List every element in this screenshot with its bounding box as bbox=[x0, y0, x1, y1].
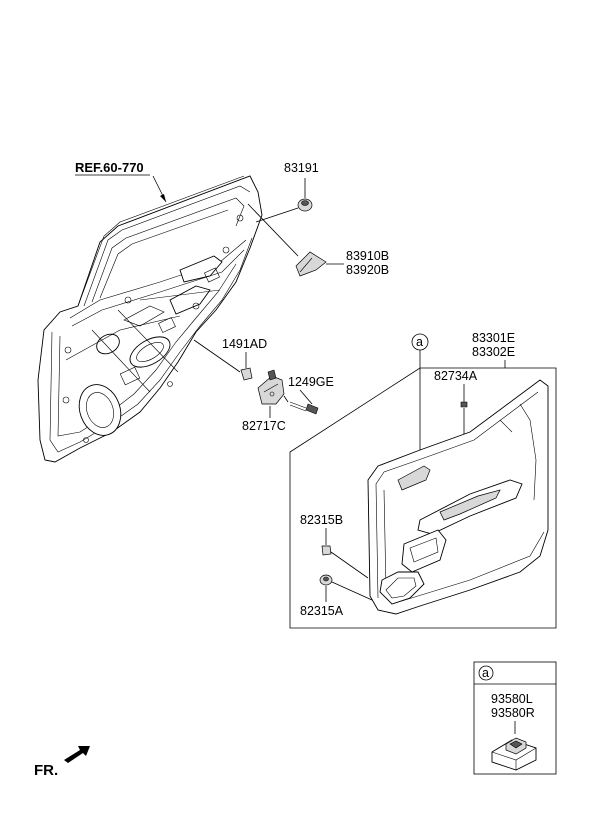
label-93580R: 93580R bbox=[491, 706, 535, 720]
leader-1249GE-to-bracket bbox=[283, 395, 289, 403]
leader-82315B-to-panel bbox=[330, 551, 369, 579]
leader-82315A-to-panel bbox=[331, 581, 373, 601]
trim-group-box bbox=[289, 360, 557, 629]
bracket-82717C bbox=[257, 369, 285, 405]
leader-1491AD-to-door bbox=[193, 339, 241, 373]
fr-label: FR. bbox=[34, 762, 58, 779]
ref-label: REF.60-770 bbox=[75, 160, 144, 175]
label-82734A: 82734A bbox=[434, 369, 478, 383]
label-83910B: 83910B bbox=[346, 249, 389, 263]
leader-83910B-to-door bbox=[247, 203, 299, 257]
delta-trim-83910B bbox=[295, 251, 327, 277]
label-1249GE: 1249GE bbox=[288, 375, 334, 389]
clip-82734A bbox=[460, 401, 468, 408]
clip-82315B bbox=[321, 545, 332, 556]
clip-1491AD bbox=[240, 367, 253, 381]
fr-arrow-icon bbox=[64, 746, 90, 763]
label-83191: 83191 bbox=[284, 161, 319, 175]
power-window-switch-93580L bbox=[491, 737, 537, 771]
label-83301E: 83301E bbox=[472, 331, 515, 345]
label-83302E: 83302E bbox=[472, 345, 515, 359]
door-trim-panel bbox=[367, 379, 549, 615]
inset-a-label: a bbox=[482, 666, 489, 680]
label-83920B: 83920B bbox=[346, 263, 389, 277]
label-93580L: 93580L bbox=[491, 692, 533, 706]
leader-1249GE bbox=[299, 389, 313, 405]
ref-arrowhead bbox=[160, 194, 166, 202]
door-frame-assembly bbox=[37, 175, 263, 463]
label-82315B: 82315B bbox=[300, 513, 343, 527]
inset-box-a bbox=[473, 661, 557, 775]
grommet-83191 bbox=[297, 198, 313, 212]
label-82315A: 82315A bbox=[300, 604, 344, 618]
callout-a-label: a bbox=[416, 335, 423, 349]
label-1491AD: 1491AD bbox=[222, 337, 267, 351]
clip-82315A bbox=[319, 574, 333, 586]
label-82717C: 82717C bbox=[242, 419, 286, 433]
bolt-1249GE bbox=[289, 401, 319, 415]
